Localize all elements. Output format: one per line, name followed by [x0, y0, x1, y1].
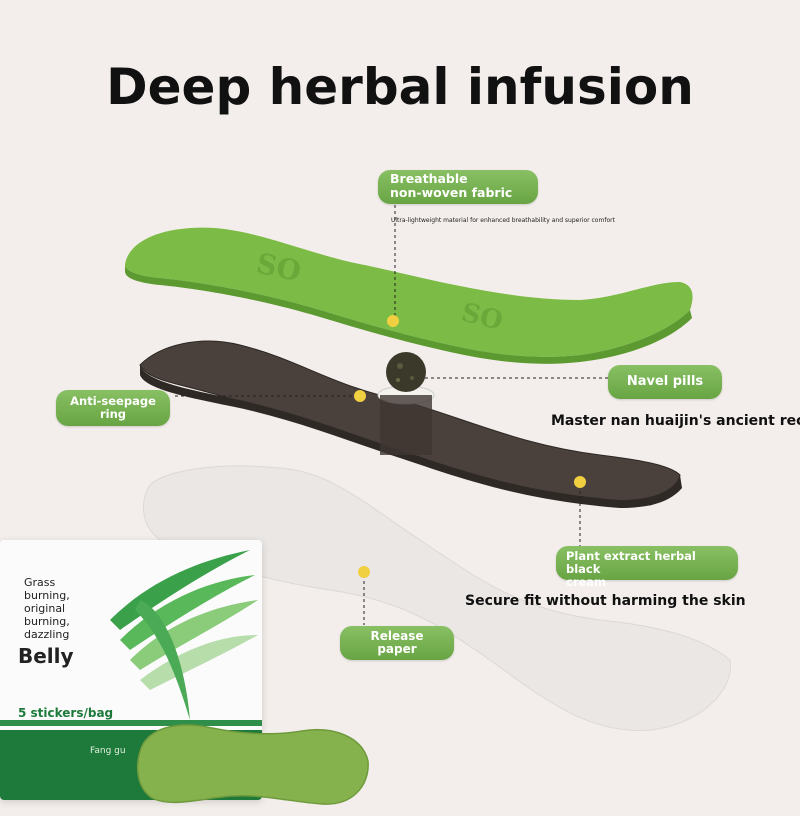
grass-leaves-graphic [110, 550, 258, 720]
fabric-label-text: Breathable non-woven fabric [390, 171, 513, 200]
anti-seepage-label-text: Anti-seepage ring [70, 394, 156, 421]
page-title: Deep herbal infusion [106, 58, 694, 116]
package-product-name: Belly [18, 644, 74, 668]
fabric-layer [125, 227, 693, 357]
anti-seepage-label: Anti-seepage ring [56, 390, 170, 426]
package-tagline: Grass burning, original burning, dazzlin… [24, 576, 70, 641]
mini-patch [136, 724, 369, 805]
navel-pills-label-text: Navel pills [626, 374, 704, 389]
package-brand: Fang gu [90, 746, 126, 756]
release-paper-caption: Secure fit without harming the skin [465, 593, 746, 609]
navel-pills-caption: Master nan huaijin's ancient recipe [551, 413, 800, 429]
cream-marker [574, 476, 586, 488]
fabric-marker [387, 315, 399, 327]
release-paper-label: Release paper [340, 626, 454, 660]
release-paper-layer [142, 465, 731, 731]
fabric-label: Breathable non-woven fabric [378, 170, 538, 204]
cream-label: Plant extract herbal black cream [556, 546, 738, 589]
cream-label-text: Plant extract herbal black cream [566, 549, 696, 589]
pill-holder-cup [380, 395, 432, 455]
navel-pill [386, 352, 426, 392]
package-count: 5 stickers/bag [18, 706, 114, 720]
release-paper-marker [358, 566, 370, 578]
release-paper-label-text: Release paper [370, 629, 424, 656]
anti-seepage-marker [354, 390, 366, 402]
package-stripe [0, 720, 262, 726]
fabric-description: Ultra-lightweight material for enhanced … [391, 217, 615, 224]
navel-pills-label: Navel pills [608, 365, 722, 399]
